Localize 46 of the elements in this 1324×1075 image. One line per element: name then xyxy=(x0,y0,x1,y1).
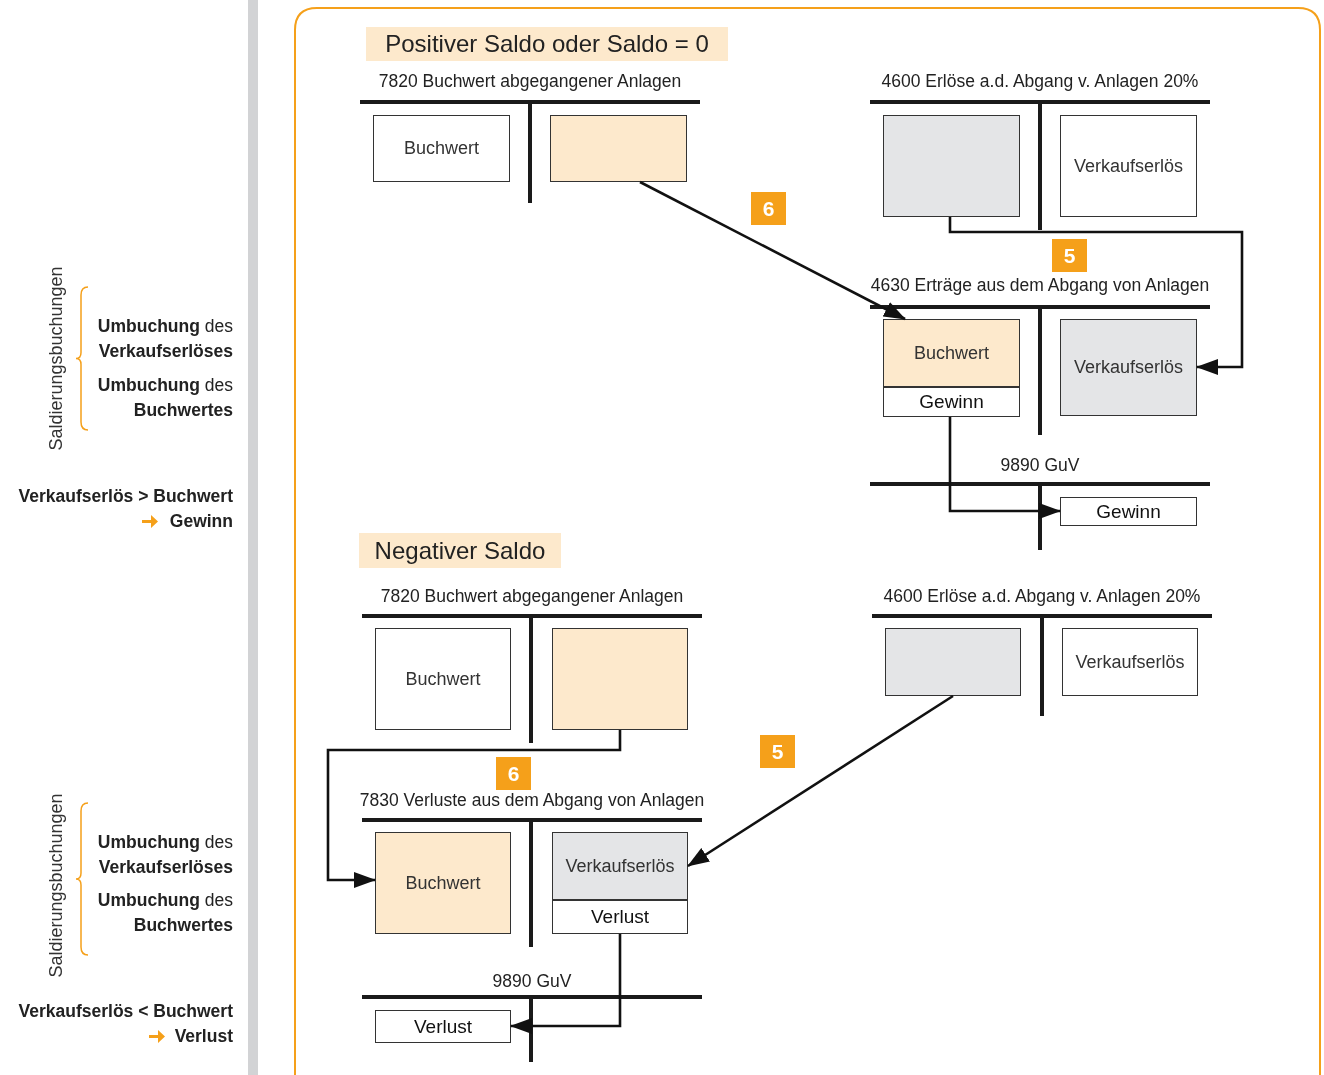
account-entry: Buchwert xyxy=(375,832,511,934)
comparison-note: Verkaufserlös < Buchwert xyxy=(18,1000,233,1023)
empty-account-entry xyxy=(552,628,688,730)
empty-account-entry xyxy=(885,628,1021,696)
arrow xyxy=(510,934,622,1034)
account-title: 4630 Erträge aus dem Abgang von Anlagen xyxy=(869,274,1211,296)
section-heading: Negativer Saldo xyxy=(359,533,561,568)
side-heading: Saldierungsbuchungen xyxy=(44,792,67,980)
account-title: 9890 GuV xyxy=(999,454,1081,476)
account-entry: Verlust xyxy=(552,900,688,934)
account-entry: Verkaufserlös xyxy=(1060,115,1197,217)
side-heading: Saldierungsbuchungen xyxy=(44,265,67,453)
account-entry: Buchwert xyxy=(883,319,1020,387)
comparison-note: Verlust xyxy=(174,1025,233,1048)
account-entry: Buchwert xyxy=(375,628,511,730)
step-number-badge: 6 xyxy=(751,192,786,225)
booking-note: Umbuchung des Verkaufserlöses xyxy=(96,315,233,363)
arrow xyxy=(687,694,954,868)
booking-note: Umbuchung des Verkaufserlöses xyxy=(96,831,233,879)
account-title: 4600 Erlöse a.d. Abgang v. Anlagen 20% xyxy=(880,70,1200,92)
booking-note: Umbuchung des Buchwertes xyxy=(96,889,233,937)
account-title: 7820 Buchwert abgegangener Anlagen xyxy=(377,70,683,92)
step-number-badge: 5 xyxy=(1052,239,1087,272)
step-number-badge: 6 xyxy=(496,757,531,790)
comparison-note: Verkaufserlös > Buchwert xyxy=(18,485,233,508)
account-entry: Verkaufserlös xyxy=(552,832,688,900)
account-title: 9890 GuV xyxy=(491,970,573,992)
empty-account-entry xyxy=(883,115,1020,217)
account-title: 7820 Buchwert abgegangener Anlagen xyxy=(379,585,685,607)
account-entry: Gewinn xyxy=(1060,497,1197,526)
account-entry: Verkaufserlös xyxy=(1062,628,1198,696)
account-entry: Verlust xyxy=(375,1010,511,1043)
arrow xyxy=(326,730,622,888)
comparison-note: Gewinn xyxy=(169,510,233,533)
arrow xyxy=(948,417,1061,519)
booking-note: Umbuchung des Buchwertes xyxy=(96,374,233,422)
account-entry: Gewinn xyxy=(883,387,1020,417)
section-heading: Positiver Saldo oder Saldo = 0 xyxy=(366,27,728,61)
account-entry: Buchwert xyxy=(373,115,510,182)
account-title: 4600 Erlöse a.d. Abgang v. Anlagen 20% xyxy=(882,585,1202,607)
account-entry: Verkaufserlös xyxy=(1060,319,1197,416)
step-number-badge: 5 xyxy=(760,735,795,768)
empty-account-entry xyxy=(550,115,687,182)
account-title: 7830 Verluste aus dem Abgang von Anlagen xyxy=(358,789,706,811)
arrow xyxy=(639,180,906,321)
arrow xyxy=(948,217,1244,375)
